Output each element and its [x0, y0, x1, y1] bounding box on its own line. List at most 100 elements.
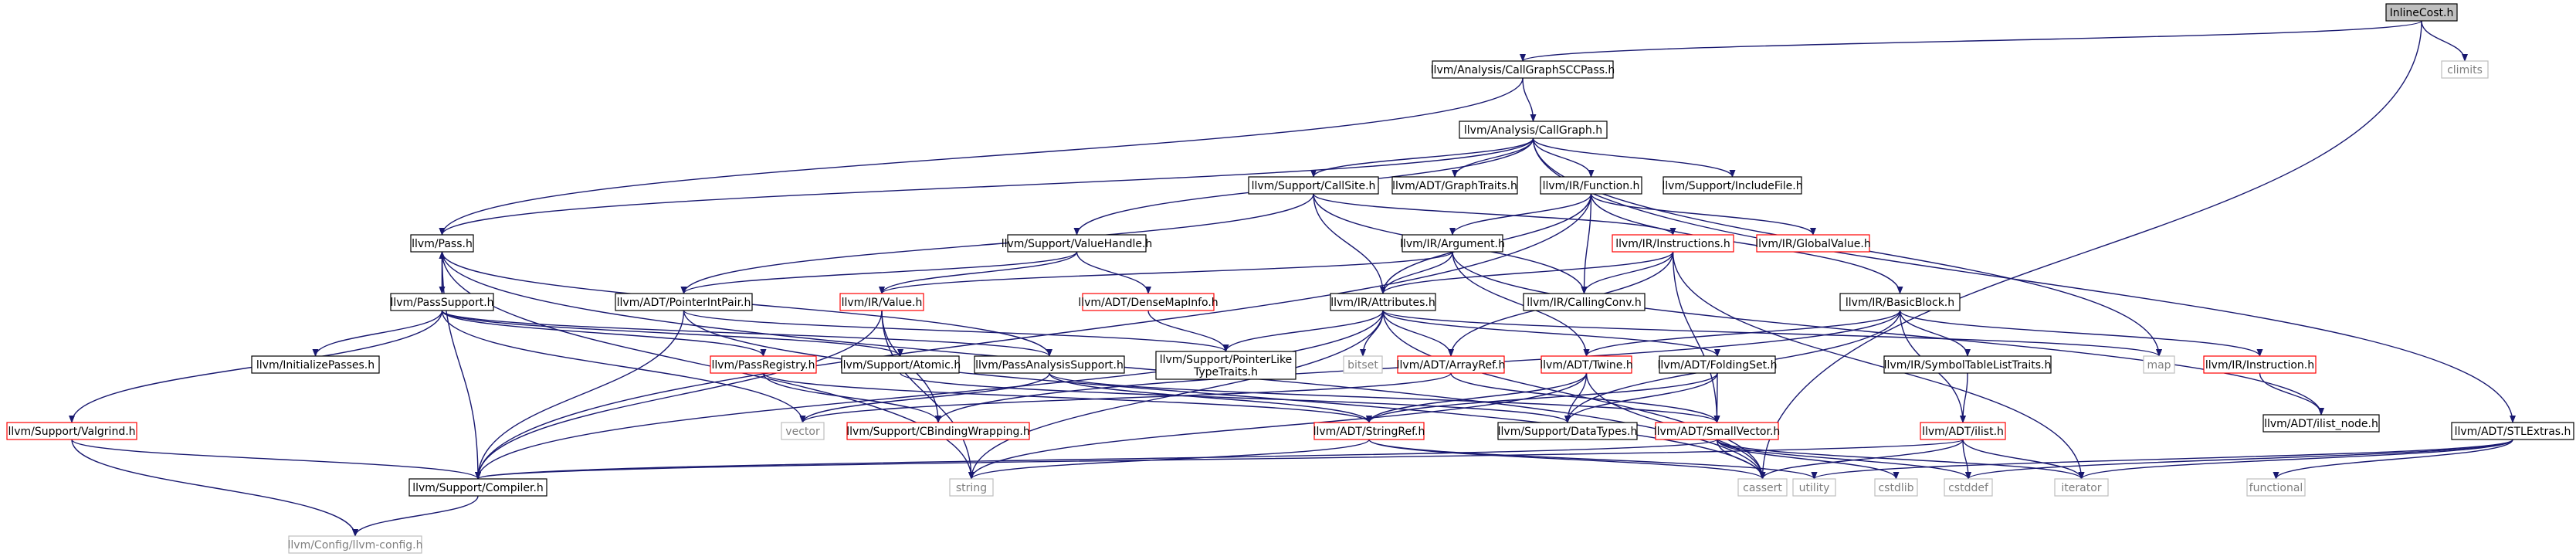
node-valuehandle[interactable]: llvm/Support/ValueHandle.h — [1002, 234, 1153, 253]
node-callgraph[interactable]: llvm/Analysis/CallGraph.h — [1459, 120, 1608, 139]
node-box — [1663, 176, 1802, 195]
node-cassert[interactable]: cassert — [1737, 478, 1788, 497]
node-pointerintpair[interactable]: llvm/ADT/PointerIntPair.h — [615, 293, 753, 311]
node-cbindingwrapping[interactable]: llvm/Support/CBindingWrapping.h — [846, 422, 1030, 440]
node-compiler[interactable]: llvm/Support/Compiler.h — [408, 478, 547, 497]
edge-passanalysissupport-to-vector — [799, 372, 1050, 423]
node-box — [949, 478, 994, 497]
node-box — [1659, 355, 1776, 374]
node-box — [1944, 478, 1993, 497]
node-callsite[interactable]: llvm/Support/CallSite.h — [1248, 176, 1379, 195]
edge-inlinecost-to-cassert — [1759, 20, 2422, 480]
node-passanalysissupport[interactable]: llvm/PassAnalysisSupport.h — [974, 355, 1125, 374]
edge-passsupport-to-vector — [441, 310, 806, 423]
node-smallvector[interactable]: llvm/ADT/SmallVector.h — [1654, 422, 1781, 440]
node-label: llvm/ADT/STLExtras.h — [2455, 426, 2571, 438]
node-label: llvm/ADT/StringRef.h — [1313, 426, 1425, 438]
node-valgrind[interactable]: llvm/Support/Valgrind.h — [6, 422, 137, 440]
node-ilist-node[interactable]: llvm/ADT/ilist_node.h — [2262, 414, 2380, 433]
node-passregistry[interactable]: llvm/PassRegistry.h — [710, 355, 817, 374]
node-label: llvm/Support/ValueHandle.h — [1002, 238, 1153, 250]
edge-compiler-to-llvmconfig — [352, 495, 479, 537]
node-cgscc[interactable]: llvm/Analysis/CallGraphSCCPass.h — [1431, 60, 1615, 79]
node-label: llvm/IR/SymbolTableListTraits.h — [1884, 359, 2052, 372]
node-label: llvm/Support/CallSite.h — [1252, 180, 1376, 192]
node-box — [1432, 60, 1614, 79]
node-box — [2143, 355, 2175, 374]
edge-cgscc-to-callgraph — [1522, 77, 1537, 122]
node-ilist[interactable]: llvm/ADT/ilist.h — [1920, 422, 2006, 440]
node-label: llvm/ADT/ilist.h — [1922, 426, 2004, 438]
node-label: map — [2147, 359, 2171, 372]
node-utility[interactable]: utility — [1792, 478, 1836, 497]
edge-argument-to-value — [879, 251, 1453, 294]
node-cstddef[interactable]: cstddef — [1944, 478, 1993, 497]
node-callingconv[interactable]: llvm/IR/CallingConv.h — [1523, 293, 1646, 311]
node-label: llvm/ADT/Twine.h — [1540, 359, 1632, 372]
edge-function-to-argument — [1449, 193, 1592, 236]
node-box — [1155, 351, 1296, 380]
node-box — [1883, 355, 2052, 374]
node-atomic[interactable]: llvm/Support/Atomic.h — [840, 355, 961, 374]
node-box — [2441, 60, 2489, 79]
node-label: llvm/ADT/PointerIntPair.h — [617, 297, 751, 309]
node-label: llvm/IR/Instructions.h — [1615, 238, 1730, 250]
node-value[interactable]: llvm/IR/Value.h — [839, 293, 924, 311]
node-label: llvm/Support/Compiler.h — [412, 482, 544, 494]
node-bitset[interactable]: bitset — [1343, 355, 1383, 374]
node-climits[interactable]: climits — [2441, 60, 2489, 79]
node-symboltablelisttraits[interactable]: llvm/IR/SymbolTableListTraits.h — [1883, 355, 2052, 374]
node-functional[interactable]: functional — [2246, 478, 2306, 497]
node-iterator[interactable]: iterator — [2054, 478, 2109, 497]
node-box — [410, 234, 474, 253]
node-foldingset[interactable]: llvm/ADT/FoldingSet.h — [1658, 355, 1778, 374]
node-datatypes[interactable]: llvm/Support/DataTypes.h — [1497, 422, 1638, 440]
node-basicblock[interactable]: llvm/IR/BasicBlock.h — [1839, 293, 1961, 311]
node-label: climits — [2447, 64, 2483, 76]
node-initializepasses[interactable]: llvm/InitializePasses.h — [251, 355, 380, 374]
node-label: llvm/Support/PointerLike — [1160, 354, 1293, 366]
node-box — [2246, 478, 2306, 497]
node-label: cstdlib — [1878, 482, 1913, 494]
node-instructions[interactable]: llvm/IR/Instructions.h — [1612, 234, 1734, 253]
edge-callgraph-to-includefile — [1532, 137, 1736, 178]
node-map[interactable]: map — [2143, 355, 2175, 374]
node-box — [1541, 355, 1632, 374]
node-includefile[interactable]: llvm/Support/IncludeFile.h — [1662, 176, 1803, 195]
edge-function-to-callingconv — [1581, 193, 1592, 294]
edge-foldingset-to-smallvector — [1713, 372, 1720, 423]
node-stringref[interactable]: llvm/ADT/StringRef.h — [1313, 422, 1425, 440]
node-vector[interactable]: vector — [781, 422, 825, 440]
node-stlextras[interactable]: llvm/ADT/STLExtras.h — [2451, 422, 2574, 440]
node-graphtraits[interactable]: llvm/ADT/GraphTraits.h — [1391, 176, 1518, 195]
node-arrayref[interactable]: llvm/ADT/ArrayRef.h — [1397, 355, 1506, 374]
node-label: llvm/Support/Valgrind.h — [8, 426, 135, 438]
node-label: llvm/PassRegistry.h — [711, 359, 815, 372]
node-attributes[interactable]: llvm/IR/Attributes.h — [1330, 293, 1436, 311]
node-box — [1397, 355, 1505, 374]
node-twine[interactable]: llvm/ADT/Twine.h — [1540, 355, 1633, 374]
node-label: llvm/InitializePasses.h — [256, 359, 375, 372]
node-label: cassert — [1743, 482, 1782, 494]
node-passsupport[interactable]: llvm/PassSupport.h — [390, 293, 494, 311]
node-argument[interactable]: llvm/IR/Argument.h — [1400, 234, 1505, 253]
node-string[interactable]: string — [949, 478, 994, 497]
node-llvmconfig[interactable]: llvm/Config/llvm-config.h — [288, 535, 423, 554]
node-box — [615, 293, 753, 311]
edge-arrayref-to-vector — [799, 372, 1452, 423]
node-pass[interactable]: llvm/Pass.h — [410, 234, 474, 253]
edge-ilist-to-cassert — [1759, 439, 1964, 480]
node-label: llvm/IR/CallingConv.h — [1527, 297, 1642, 309]
node-instruction[interactable]: llvm/IR/Instruction.h — [2203, 355, 2317, 374]
edge-pointerintpair-to-pointerliketypetraits — [683, 310, 1229, 352]
node-cstdlib[interactable]: cstdlib — [1874, 478, 1918, 497]
node-function[interactable]: llvm/IR/Function.h — [1540, 176, 1642, 195]
edge-smallvector-to-cstddef — [1716, 439, 1971, 480]
node-inlinecost[interactable]: InlineCost.h — [2385, 3, 2458, 22]
node-globalvalue[interactable]: llvm/IR/GlobalValue.h — [1755, 234, 1871, 253]
edge-passsupport-to-passanalysissupport — [441, 310, 1052, 357]
node-densemapinfo[interactable]: llvm/ADT/DenseMapInfo.h — [1078, 293, 1219, 311]
node-box — [6, 422, 137, 440]
